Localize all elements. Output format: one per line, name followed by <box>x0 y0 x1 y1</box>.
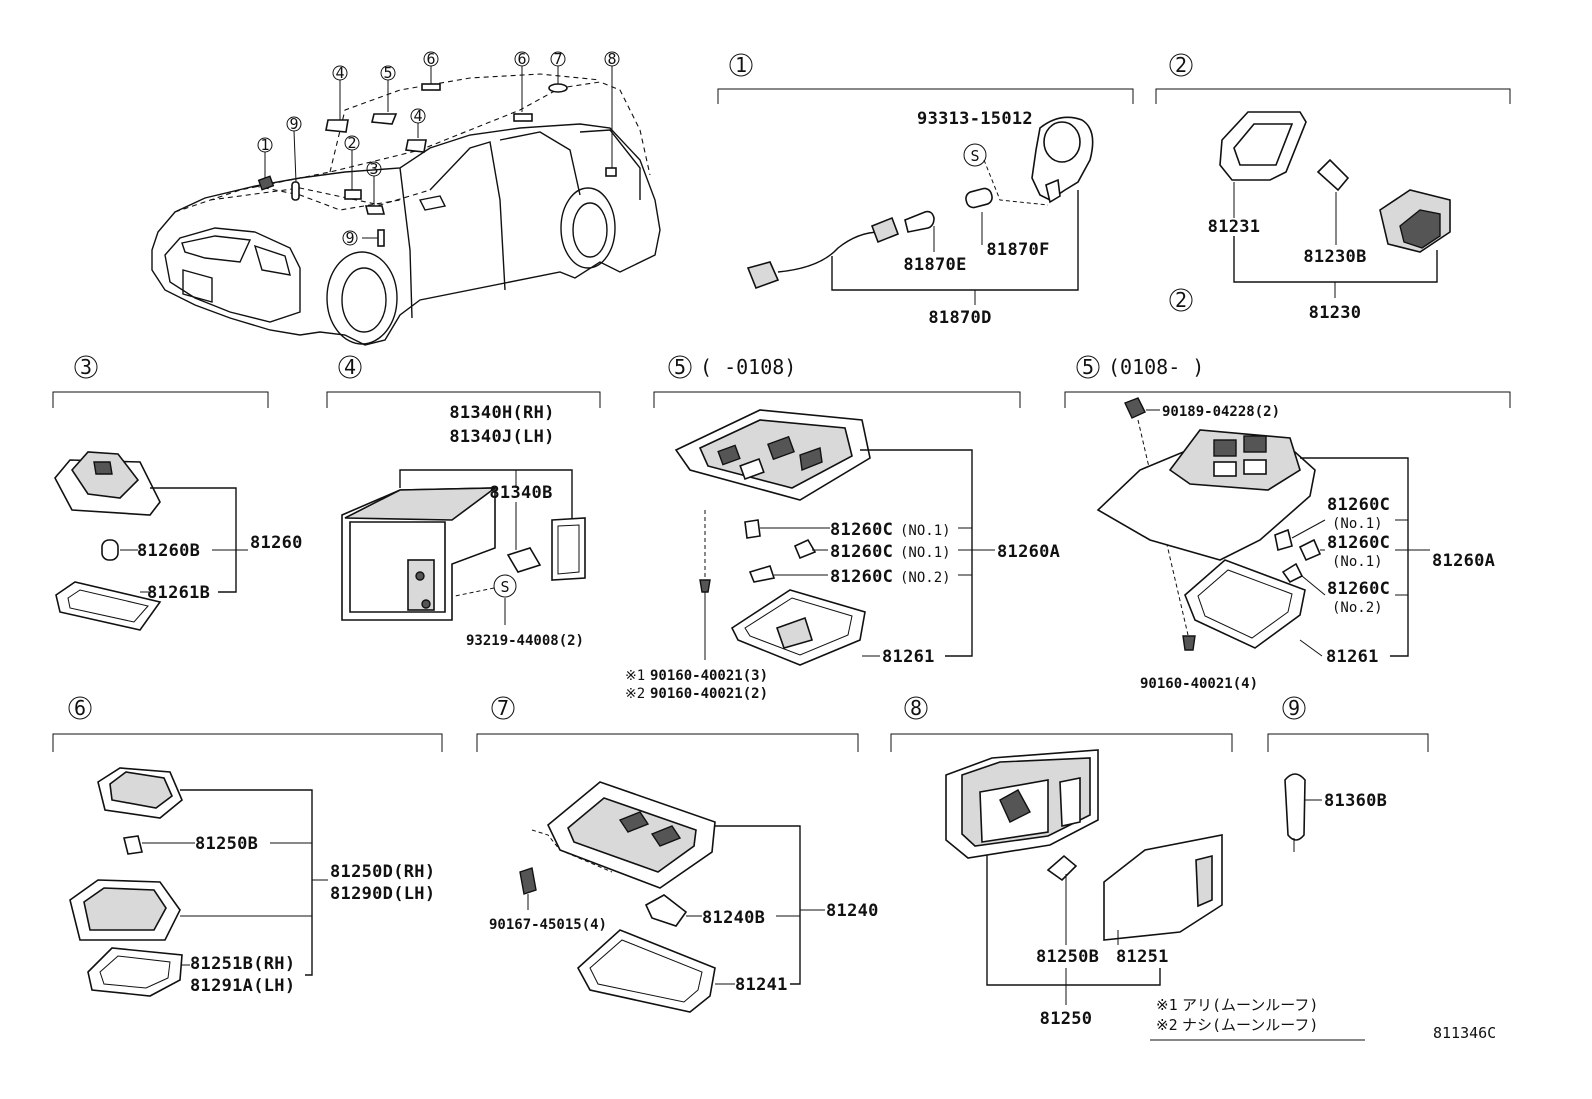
svg-text:(No.2): (No.2) <box>1332 600 1383 616</box>
svg-text:(No.1): (No.1) <box>1332 516 1383 532</box>
s2-bulb-label: 81230B <box>1303 247 1366 267</box>
s7-lens-label: 81241 <box>735 975 788 995</box>
svg-text:4: 4 <box>413 107 422 125</box>
s2-assy-label: 81230 <box>1309 303 1362 323</box>
svg-text:S: S <box>970 147 979 165</box>
section-9-marker: 9 <box>1288 696 1300 720</box>
svg-text:(NO.1): (NO.1) <box>900 545 951 561</box>
s8-bulb-label: 81250B <box>1036 947 1099 967</box>
s6-assy-rh-label: 81250D(RH) <box>330 862 435 882</box>
svg-text:9: 9 <box>345 229 354 247</box>
s7-assy-label: 81240 <box>826 901 879 921</box>
section-9: 9 81360B <box>1267 696 1429 852</box>
section-2-marker: 2 <box>1175 53 1187 77</box>
s1-clip-label: 93313-15012 <box>917 109 1033 129</box>
section-5a-range: ( -0108) <box>700 355 796 379</box>
svg-text:3: 3 <box>369 160 378 178</box>
svg-text:※2: ※2 <box>1156 1016 1178 1034</box>
svg-text:8: 8 <box>607 50 616 68</box>
s5b-assy-label: 81260A <box>1432 551 1495 571</box>
s8-lens-label: 81251 <box>1116 947 1169 967</box>
section-4-marker: 4 <box>344 355 356 379</box>
s6-lens-rh-label: 81251B(RH) <box>190 954 295 974</box>
svg-text:5: 5 <box>383 64 392 82</box>
note-1-text: アリ(ムーンルーフ) <box>1182 996 1318 1014</box>
s3-bulb-label: 81260B <box>137 541 200 561</box>
svg-text:(NO.2): (NO.2) <box>900 570 951 586</box>
s7-bulb-label: 81240B <box>702 908 765 928</box>
section-5b-range: (0108- ) <box>1108 355 1204 379</box>
svg-text:7: 7 <box>553 50 562 68</box>
s5b-clip-label: 90189-04228(2) <box>1162 404 1280 420</box>
section-8-marker: 8 <box>910 696 922 720</box>
s5a-assy-label: 81260A <box>997 542 1060 562</box>
s5a-screw1-label: 90160-40021(3) <box>650 668 768 684</box>
s1-screw-marker <box>963 143 987 167</box>
section-7: 7 90167-45015(4) 81240B 81240 81241 <box>476 696 879 1013</box>
s4-screw-label: 93219-44008(2) <box>466 633 584 649</box>
s1-assy-label: 81870D <box>928 308 991 328</box>
section-6: 6 81250B 81250D(RH) 81290D(LH) 81251B(RH… <box>52 696 443 997</box>
s5a-bulb2-label: 81260C <box>830 542 893 562</box>
s3-lens-label: 81261B <box>147 583 210 603</box>
section-1-marker: 1 <box>735 53 747 77</box>
section-5b: 5 (0108- ) 90189-04228(2) 81260 <box>1064 355 1511 692</box>
s5a-bulb1-label: 81260C <box>830 520 893 540</box>
s6-lens-lh-label: 81291A(LH) <box>190 976 295 996</box>
svg-text:(NO.1): (NO.1) <box>900 523 951 539</box>
s5a-lens-label: 81261 <box>882 647 935 667</box>
s6-assy-lh-label: 81290D(LH) <box>330 884 435 904</box>
section-8: 8 81250B 81251 81250 <box>890 696 1233 1029</box>
svg-text:2: 2 <box>347 134 356 152</box>
s5b-bulb2-label: 81260C <box>1327 533 1390 553</box>
section-5a: 5 ( -0108) 81260C (NO.1) 81260C <box>625 355 1060 702</box>
vehicle-callouts <box>257 66 617 247</box>
s8-assy-label: 81250 <box>1040 1009 1093 1029</box>
svg-text:※2: ※2 <box>625 686 645 702</box>
s3-assy-label: 81260 <box>250 533 303 553</box>
s2-ref-marker: 2 <box>1175 288 1187 312</box>
section-5a-marker: 5 <box>674 355 686 379</box>
svg-text:※1: ※1 <box>625 668 645 684</box>
s6-bulb-label: 81250B <box>195 834 258 854</box>
svg-text:6: 6 <box>517 50 526 68</box>
svg-text:※1: ※1 <box>1156 996 1178 1014</box>
section-4: 4 S 81340H(RH) 81340J(LH) 81340B 93219-4… <box>326 355 601 649</box>
s7-screw-label: 90167-45015(4) <box>489 917 607 933</box>
s5a-screw2-label: 90160-40021(2) <box>650 686 768 702</box>
svg-text:S: S <box>500 578 509 596</box>
vehicle-callout-markers: 1 2 3 4 4 5 6 6 7 8 9 9 <box>257 50 620 247</box>
s1-bulb-f-label: 81870F <box>986 240 1049 260</box>
s5b-lens-label: 81261 <box>1326 647 1379 667</box>
s5b-bulb1-label: 81260C <box>1327 495 1390 515</box>
s4-assy-rh-label: 81340H(RH) <box>449 403 554 423</box>
s4-assy-lh-label: 81340J(LH) <box>449 427 554 447</box>
svg-text:1: 1 <box>260 136 269 154</box>
legend-notes: ※1 アリ(ムーンルーフ) ※2 ナシ(ムーンルーフ) 811346C <box>1150 996 1496 1042</box>
s2-housing-label: 81231 <box>1208 217 1261 237</box>
section-7-marker: 7 <box>497 696 509 720</box>
s5b-bulb3-label: 81260C <box>1327 579 1390 599</box>
section-3: 3 81260B 81261B 81260 <box>52 355 303 631</box>
s5b-screw-label: 90160-40021(4) <box>1140 676 1258 692</box>
vehicle-overview <box>151 73 661 346</box>
s4-bulb-label: 81340B <box>489 483 552 503</box>
section-6-marker: 6 <box>74 696 86 720</box>
svg-text:9: 9 <box>289 115 298 133</box>
svg-text:6: 6 <box>426 50 435 68</box>
figure-code: 811346C <box>1433 1024 1496 1042</box>
section-1: 1 S 93313-15012 81870E 81870F 81870D <box>717 53 1134 328</box>
section-3-marker: 3 <box>80 355 92 379</box>
section-2: 2 81231 81230B 81230 2 <box>1155 53 1511 323</box>
note-2-text: ナシ(ムーンルーフ) <box>1182 1016 1318 1034</box>
svg-text:4: 4 <box>335 64 344 82</box>
section-5b-marker: 5 <box>1082 355 1094 379</box>
s5a-bulb3-label: 81260C <box>830 567 893 587</box>
s1-bulb-e-label: 81870E <box>903 255 966 275</box>
s9-bulb-label: 81360B <box>1324 791 1387 811</box>
svg-text:(No.1): (No.1) <box>1332 554 1383 570</box>
